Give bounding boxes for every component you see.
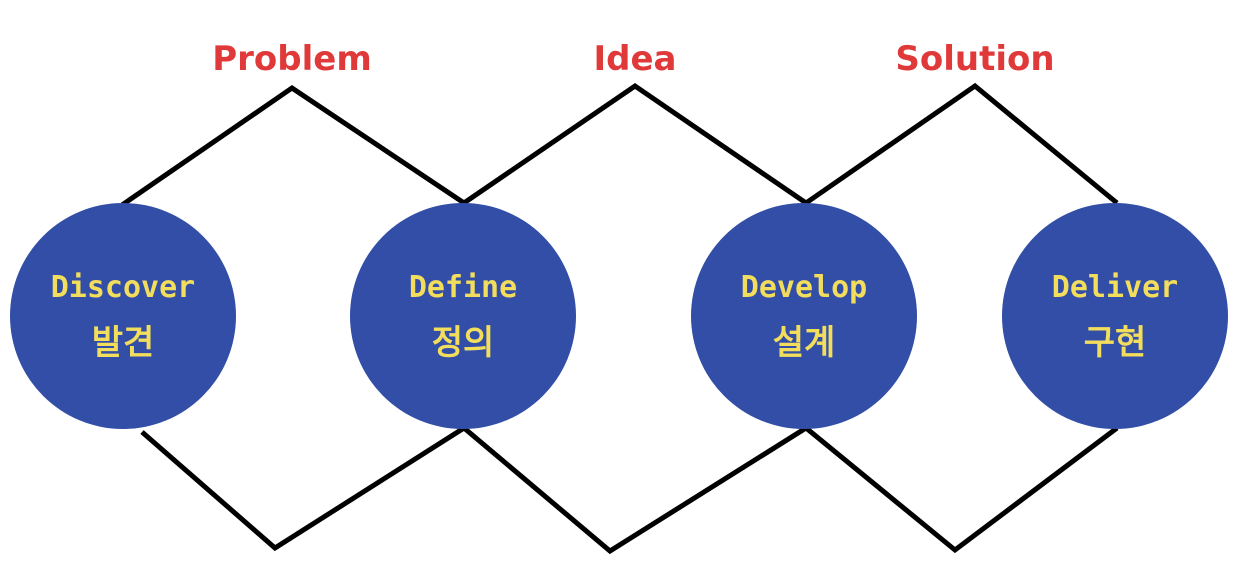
stage-define: Define 정의 — [350, 203, 576, 429]
stage-name-discover: Discover — [51, 270, 196, 305]
connector-lines — [120, 82, 1119, 555]
stage-circle-discover — [10, 203, 236, 429]
stage-circle-develop — [691, 203, 917, 429]
top-zigzag-line — [120, 82, 1119, 208]
stage-name-define: Define — [409, 270, 517, 305]
stage-korean-define: 정의 — [432, 323, 495, 363]
stage-deliver: Deliver 구현 — [1002, 203, 1228, 429]
bottom-zigzag-line — [140, 424, 1119, 555]
stage-name-deliver: Deliver — [1052, 270, 1178, 305]
phase-labels: Problem Idea Solution — [212, 39, 1054, 79]
stage-discover: Discover 발견 — [10, 203, 236, 429]
stage-korean-discover: 발견 — [92, 323, 155, 363]
phase-label-solution: Solution — [895, 39, 1054, 79]
stage-circle-define — [350, 203, 576, 429]
stage-name-develop: Develop — [741, 270, 867, 305]
stage-circle-deliver — [1002, 203, 1228, 429]
phase-label-idea: Idea — [594, 39, 677, 79]
stage-korean-develop: 설계 — [773, 323, 836, 363]
stage-korean-deliver: 구현 — [1084, 323, 1147, 363]
stage-develop: Develop 설계 — [691, 203, 917, 429]
phase-label-problem: Problem — [212, 39, 372, 79]
